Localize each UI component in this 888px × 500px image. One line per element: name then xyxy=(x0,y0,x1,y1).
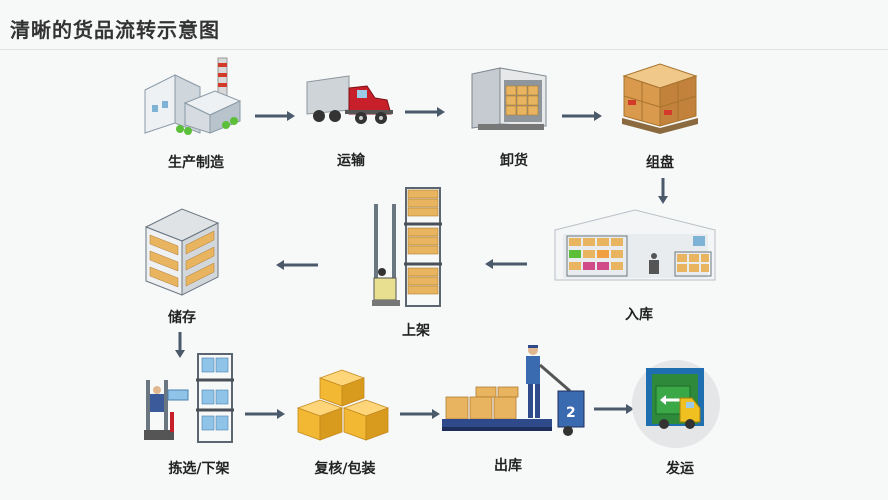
svg-text:2: 2 xyxy=(566,405,576,421)
flow-arrow xyxy=(485,255,527,274)
warehouse-icon xyxy=(553,208,718,283)
order-picker-icon xyxy=(140,350,235,445)
step-label-outbound: 出库 xyxy=(494,458,522,474)
flow-arrow xyxy=(255,107,295,126)
flow-arrow-down xyxy=(657,178,669,208)
flow-arrow xyxy=(562,107,602,126)
unloading-container-icon xyxy=(470,66,552,132)
step-label-packing: 复核/包装 xyxy=(314,461,376,477)
step-label-palletizing: 组盘 xyxy=(646,155,674,171)
flow-arrow xyxy=(245,405,285,424)
page-title: 清晰的货品流转示意图 xyxy=(10,18,220,42)
factory-icon xyxy=(140,55,245,135)
title-divider xyxy=(0,49,888,50)
step-label-transport: 运输 xyxy=(337,153,365,169)
flow-arrow-down xyxy=(174,332,186,362)
step-label-production: 生产制造 xyxy=(168,155,224,171)
storage-rack-icon xyxy=(142,205,222,297)
flow-arrow xyxy=(276,256,318,275)
step-label-picking: 拣选/下架 xyxy=(168,461,230,477)
forklift-rack-icon xyxy=(368,184,448,309)
step-label-shelving: 上架 xyxy=(402,323,430,339)
truck-icon xyxy=(305,74,395,126)
step-label-inbound: 入库 xyxy=(625,307,653,323)
step-label-shipping: 发运 xyxy=(666,461,694,477)
cartons-icon xyxy=(296,368,391,444)
step-label-unloading: 卸货 xyxy=(500,153,528,169)
pallet-jack-worker-icon: 2 xyxy=(440,345,590,437)
flow-arrow xyxy=(400,405,440,424)
flow-arrow xyxy=(594,400,634,419)
step-label-storage: 储存 xyxy=(168,310,196,326)
pallet-boxes-icon xyxy=(620,58,700,138)
flow-arrow xyxy=(405,103,445,122)
dispatch-truck-icon xyxy=(630,358,722,450)
